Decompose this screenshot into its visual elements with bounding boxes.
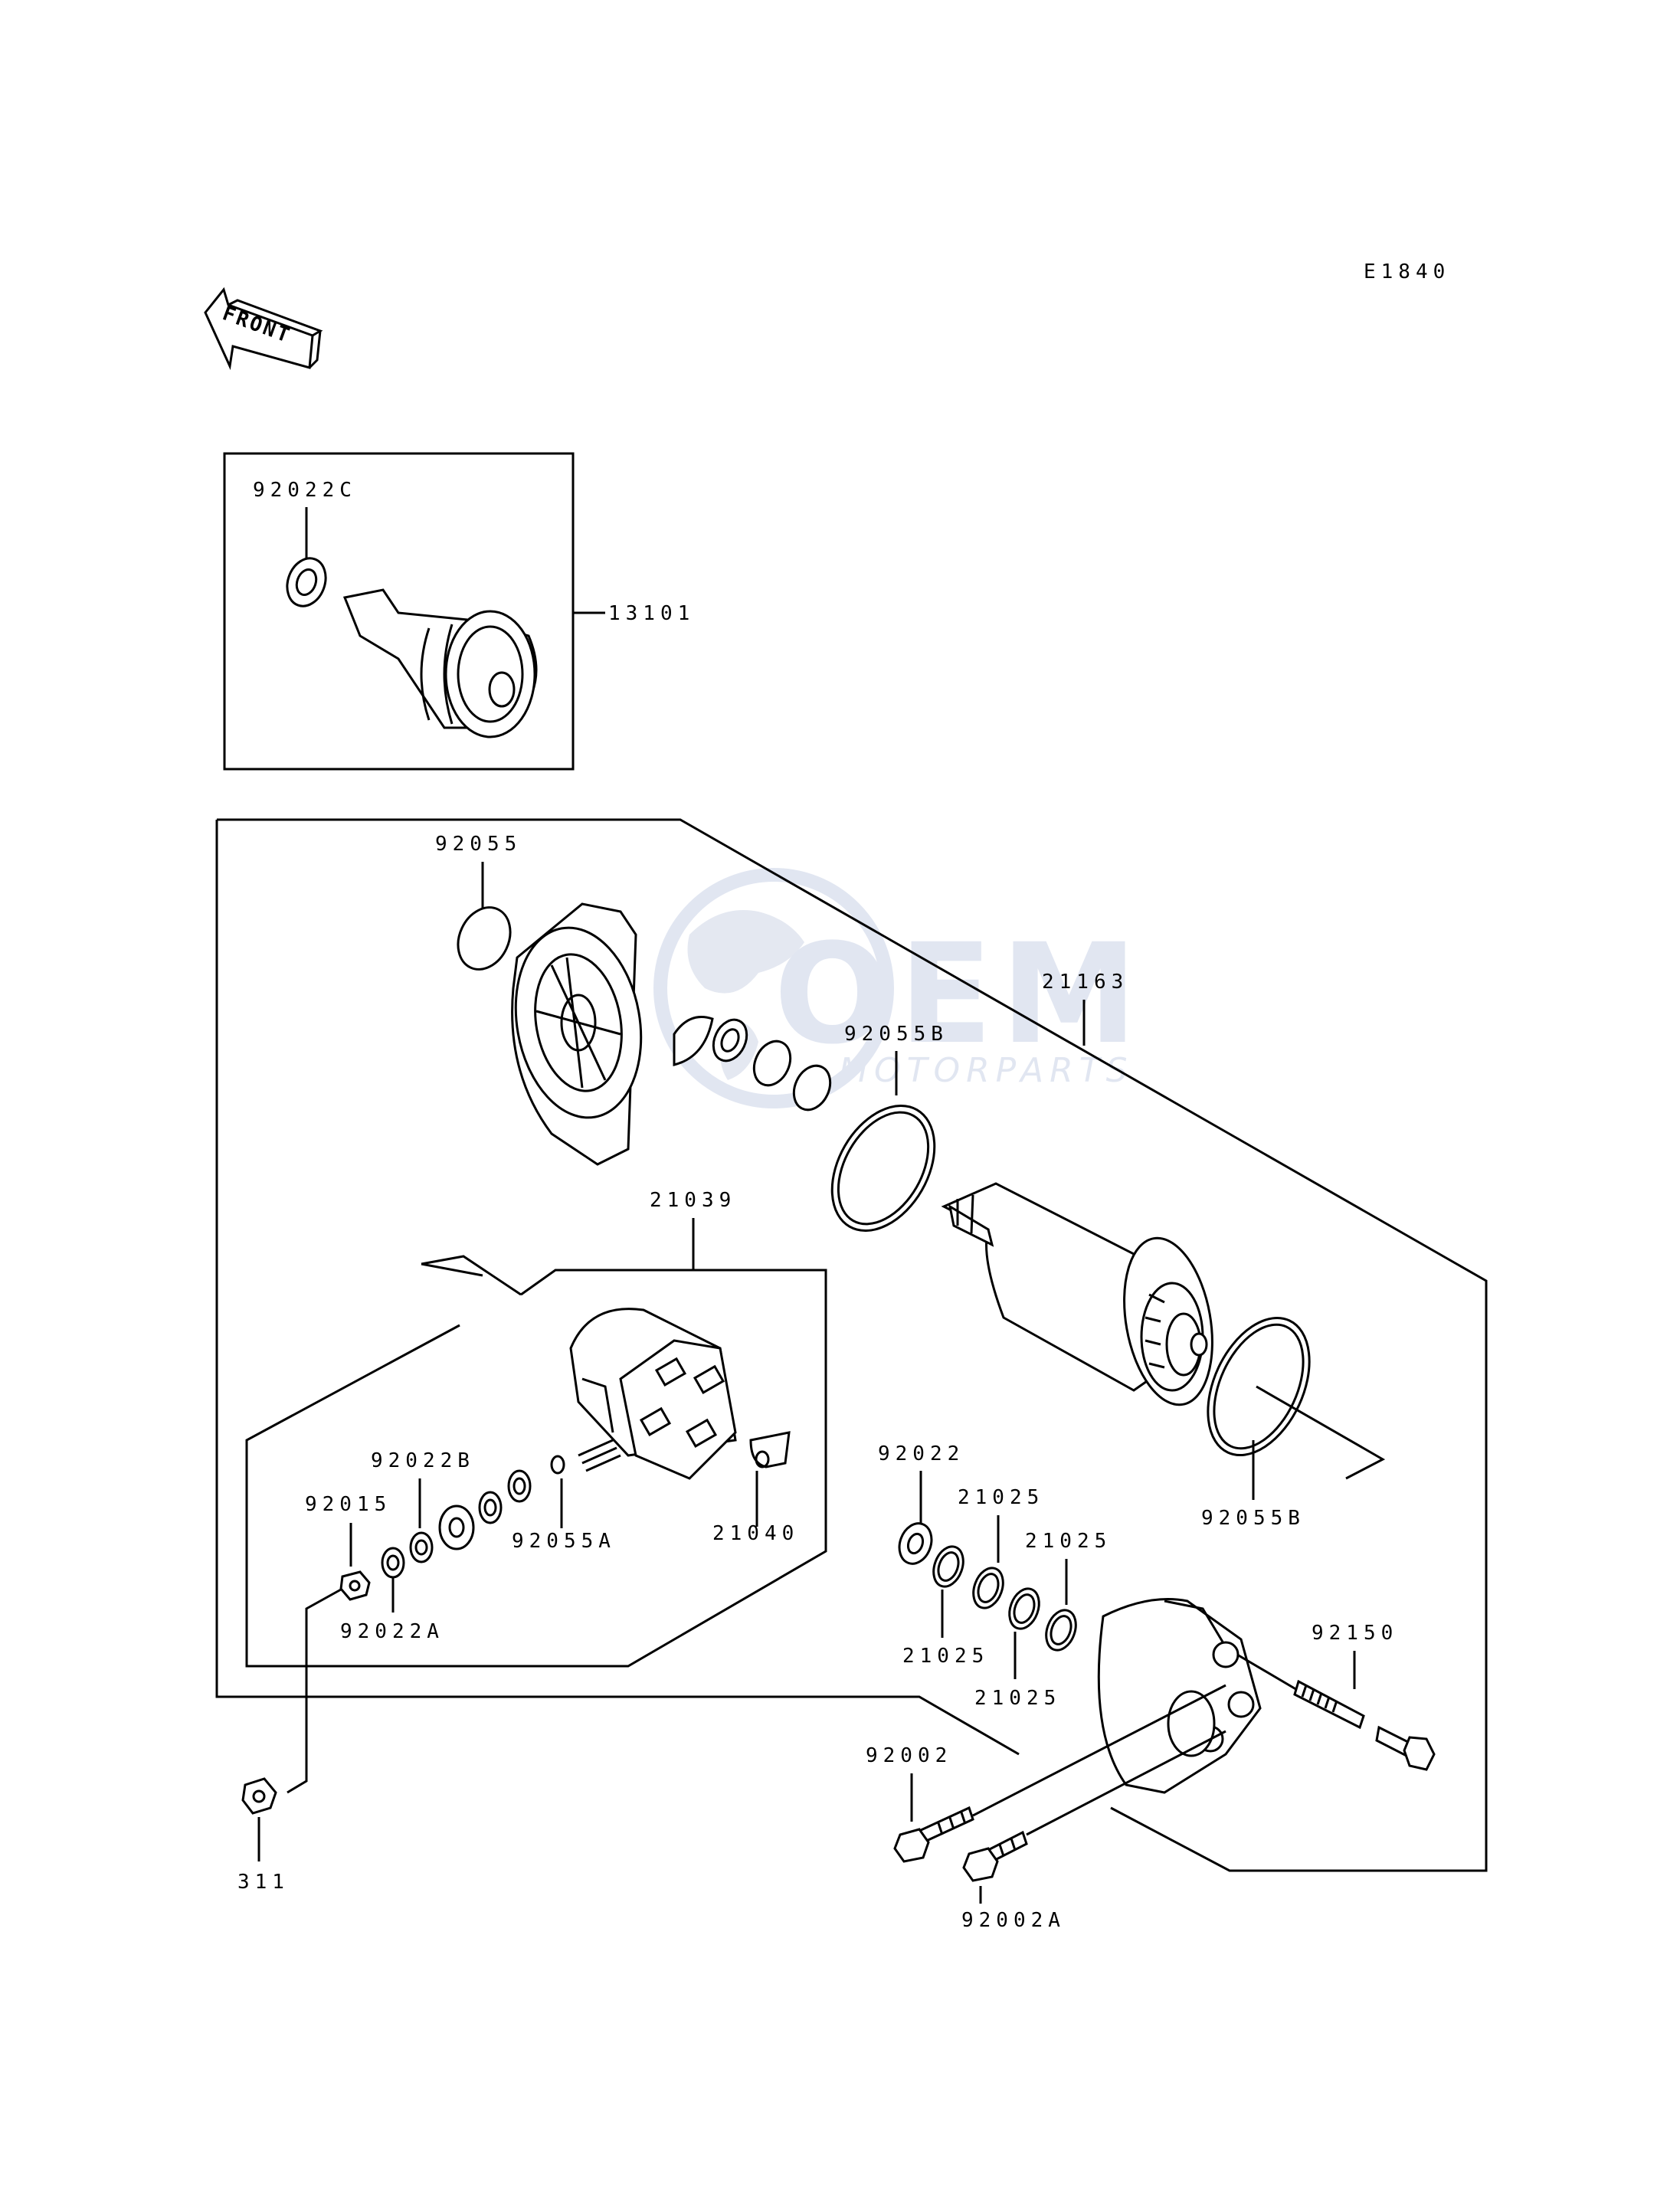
- bolt-92002-icon: [893, 1806, 974, 1863]
- washer-21025-1-icon: [932, 1545, 964, 1588]
- washer-92022a-icon: [381, 1547, 405, 1579]
- label-21039: 21039: [650, 1189, 736, 1212]
- washer-92022c-icon: [286, 557, 327, 607]
- label-92150: 92150: [1312, 1622, 1398, 1645]
- lock-washer-icon: [673, 1016, 714, 1066]
- terminal-21040-icon: [749, 1431, 791, 1468]
- label-21025-d: 21025: [974, 1687, 1061, 1710]
- brush-holder-icon: [569, 1308, 737, 1480]
- label-21040: 21040: [712, 1522, 799, 1545]
- washer-large-icon: [438, 1505, 475, 1550]
- washer-92022-icon: [898, 1522, 933, 1565]
- nut-311-icon: [241, 1777, 277, 1815]
- watermark-continents: [687, 910, 804, 1080]
- washer-small-2-icon: [478, 1491, 503, 1524]
- washer-21025-4-icon: [1045, 1609, 1077, 1652]
- watermark-brand: OEM: [774, 915, 1145, 1075]
- label-92022b: 92022B: [371, 1449, 475, 1472]
- shim-washer-1-icon: [752, 1040, 792, 1087]
- label-21025-b: 21025: [902, 1645, 989, 1668]
- label-13101: 13101: [608, 602, 695, 625]
- starter-clutch-box: 92022C 13101: [223, 452, 695, 771]
- label-311: 311: [237, 1871, 290, 1894]
- assembly-outline: [215, 818, 1488, 1872]
- label-92055a: 92055A: [512, 1530, 616, 1553]
- watermark-globe: [653, 868, 894, 1108]
- label-92022a: 92022A: [340, 1620, 444, 1643]
- o-ring-92055b-top-icon: [830, 1104, 936, 1233]
- label-92015: 92015: [305, 1493, 391, 1516]
- nut-92015-icon: [339, 1570, 371, 1601]
- watermark-sub: MOTORPARTS: [839, 1051, 1134, 1090]
- diagram-code: E1840: [1364, 260, 1450, 283]
- washer-small-1-icon: [507, 1469, 532, 1503]
- bolt-92150-icon: [1293, 1679, 1436, 1771]
- rear-cover-icon: [1097, 1598, 1262, 1794]
- label-92002a: 92002A: [961, 1909, 1066, 1932]
- label-21025-c: 21025: [1025, 1530, 1112, 1553]
- front-arrow-icon: FRONT: [204, 286, 323, 371]
- bolt-92002a-icon: [962, 1830, 1028, 1882]
- seal-icon: [712, 1018, 748, 1062]
- shim-washer-2-icon: [792, 1064, 832, 1112]
- label-21025-a: 21025: [958, 1486, 1044, 1509]
- brush-holder-outline: [245, 1255, 827, 1668]
- o-ring-92055-icon: [457, 906, 512, 971]
- o-ring-92055a-icon: [550, 1455, 565, 1475]
- washer-21025-3-icon: [1008, 1587, 1040, 1630]
- watermark: OEM MOTORPARTS: [653, 868, 1145, 1108]
- label-92055: 92055: [435, 833, 522, 856]
- label-92022c: 92022C: [253, 479, 357, 502]
- front-cover-icon: [511, 902, 643, 1166]
- washer-21025-2-icon: [972, 1567, 1004, 1609]
- label-21163: 21163: [1042, 971, 1128, 994]
- washer-92022b-icon: [409, 1531, 434, 1563]
- label-92055b-top: 92055B: [844, 1023, 948, 1046]
- label-92002: 92002: [866, 1744, 952, 1767]
- motor-yoke-icon: [941, 1182, 1213, 1406]
- label-92022: 92022: [878, 1442, 964, 1465]
- label-92055b-bottom: 92055B: [1201, 1507, 1305, 1530]
